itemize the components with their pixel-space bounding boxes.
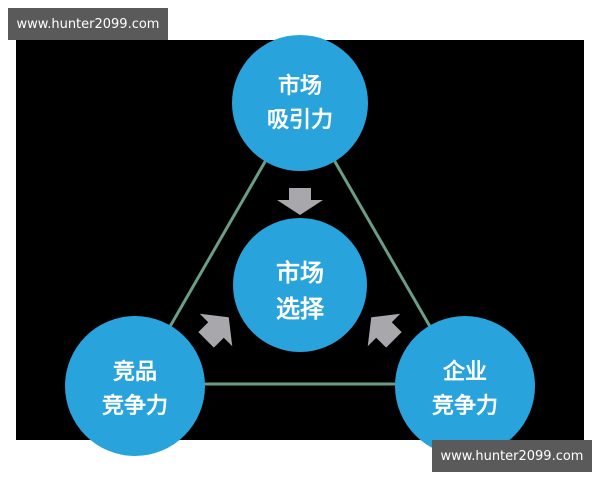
node-top-label: 市场 吸引力 <box>230 70 370 138</box>
node-bottom-right-circle <box>395 316 535 456</box>
arrow-down-icon <box>277 188 323 215</box>
node-bottom-left-label: 竞品 竞争力 <box>65 356 205 424</box>
watermark-top: www.hunter2099.com <box>8 8 168 40</box>
node-bottom-right-label: 企业 竞争力 <box>395 356 535 424</box>
watermark-bottom: www.hunter2099.com <box>432 440 592 472</box>
edge-top-left <box>166 159 268 331</box>
arrow-up-left-icon <box>367 313 402 348</box>
node-bottom-right-line2: 竞争力 <box>431 394 498 419</box>
node-top-line2: 吸引力 <box>266 108 333 133</box>
node-top-circle <box>232 35 368 171</box>
node-center-label: 市场 选择 <box>230 255 370 327</box>
node-bottom-left-line2: 竞争力 <box>101 394 168 419</box>
node-center-line2: 选择 <box>276 295 324 323</box>
node-center-line1: 市场 <box>276 259 324 287</box>
node-bottom-right-line1: 企业 <box>442 360 487 385</box>
node-bottom-left-circle <box>65 316 205 456</box>
node-top-line1: 市场 <box>277 74 322 99</box>
edge-top-right <box>332 159 434 331</box>
node-center-circle <box>233 218 367 352</box>
node-bottom-left-line1: 竞品 <box>112 360 157 385</box>
arrow-up-right-icon <box>198 313 233 348</box>
